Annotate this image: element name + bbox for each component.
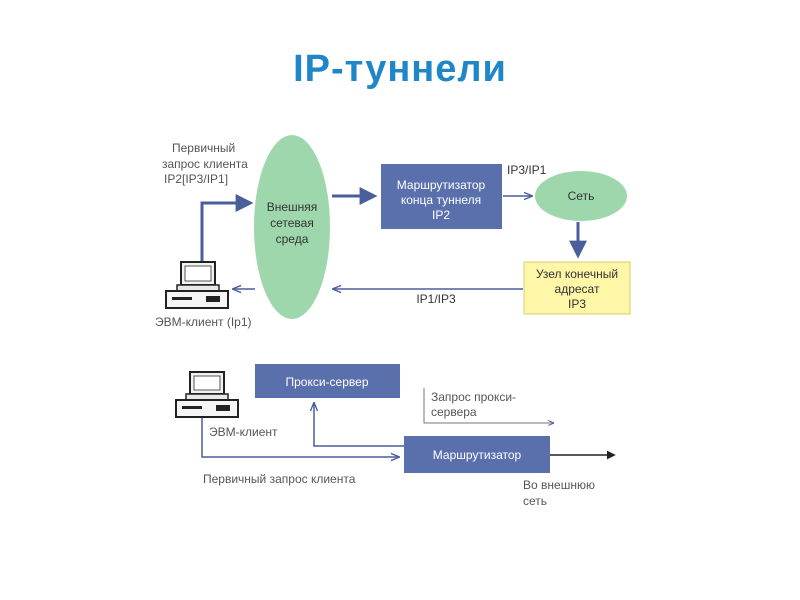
end-node-label-line3: IP3: [568, 297, 586, 311]
tunnel-router-label-line1: Маршрутизатор: [397, 178, 486, 192]
outside-label-line1: Во внешнюю: [523, 478, 595, 492]
ip1-ip3-label: IP1/IP3: [416, 292, 456, 306]
router-box: [404, 436, 550, 473]
end-node-label-line2: адресат: [555, 282, 600, 296]
external-env-label-line2: сетевая: [270, 216, 314, 230]
proxy-server-label: Прокси-сервер: [286, 375, 369, 389]
end-node-label-line1: Узел конечный: [536, 267, 618, 281]
proxy-request-label-line2: сервера: [431, 405, 477, 419]
client-computer-bottom-icon: [175, 371, 239, 418]
external-env-label-line1: Внешняя: [267, 200, 318, 214]
outside-label-line2: сеть: [523, 494, 547, 508]
primary-request-label-line1: Первичный: [172, 141, 235, 155]
ip3-ip1-label: IP3/IP1: [507, 163, 547, 177]
client-top-label: ЭВМ-клиент (Ip1): [155, 315, 252, 329]
proxy-request-arrow: [423, 388, 553, 423]
network-label: Сеть: [568, 189, 595, 203]
primary-request-label-line2: запрос клиента: [162, 157, 248, 171]
tunnel-router-label-line2: конца туннеля: [401, 193, 481, 207]
client-to-router-arrow: [201, 418, 398, 457]
external-env-ellipse: [254, 135, 330, 319]
client-to-env-arrow: [200, 194, 254, 262]
client-bottom-label: ЭВМ-клиент: [209, 425, 278, 439]
page-title: IP-туннели: [293, 48, 507, 90]
router-to-proxy-arrow: [314, 404, 404, 447]
tunnel-router-label-line3: IP2: [432, 208, 450, 222]
end-node-box: [523, 261, 631, 315]
network-ellipse: [535, 171, 627, 221]
proxy-server-box: [255, 364, 400, 398]
tunnel-router-box: [381, 164, 502, 229]
primary-request-label-line3: IP2[IP3/IP1]: [164, 172, 228, 186]
router-label: Маршрутизатор: [433, 448, 522, 462]
proxy-request-label-line1: Запрос прокси-: [431, 390, 516, 404]
primary-request-bottom-label: Первичный запрос клиента: [203, 472, 356, 486]
external-env-label-line3: среда: [276, 232, 309, 246]
client-computer-icon: [165, 261, 229, 309]
